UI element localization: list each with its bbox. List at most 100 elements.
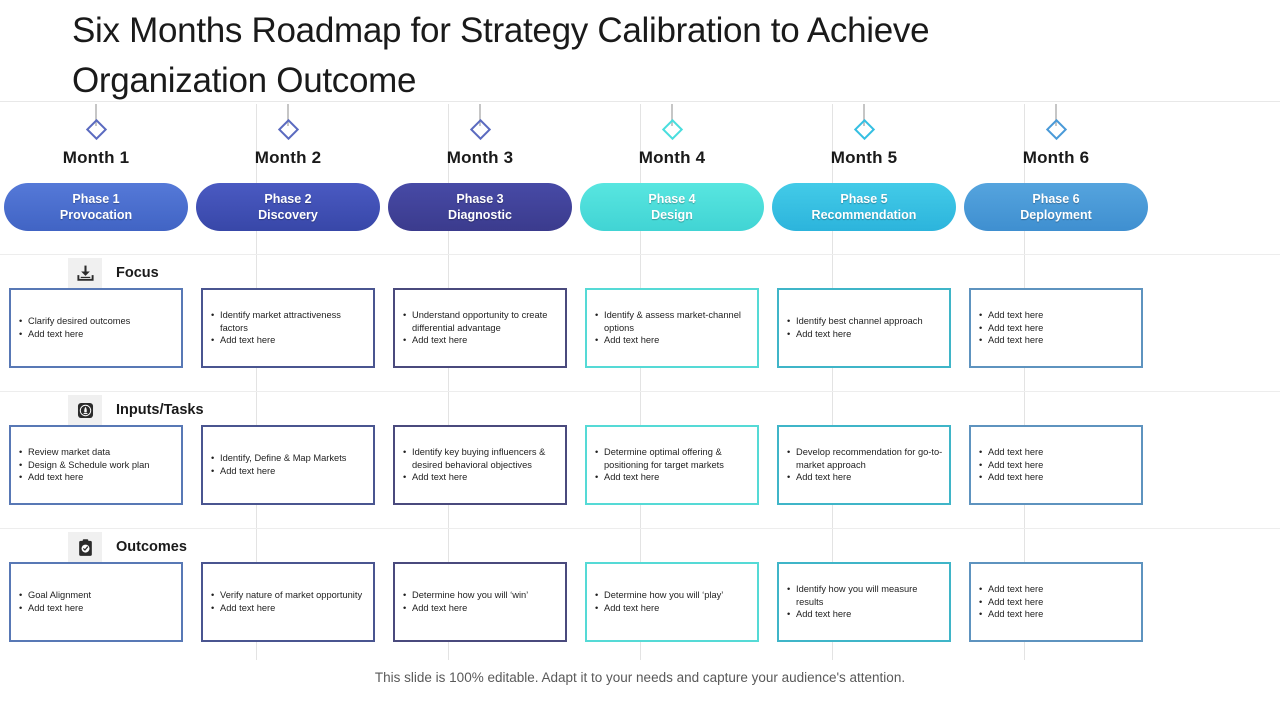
phase-name: Diagnostic (448, 208, 512, 222)
bullet-dot: • (403, 447, 407, 458)
list-item: •Add text here (787, 329, 852, 339)
content-rows: Focus •Clarify desired outcomes •Add tex… (0, 254, 1280, 665)
card-focus-month2[interactable]: •Identify market attractiveness factors … (201, 288, 375, 368)
list-item: •Verify nature of market opportunity (211, 590, 363, 601)
row-outcomes: Outcomes •Goal Alignment •Add text here … (0, 528, 1280, 665)
list-item: •Add text here (403, 472, 468, 483)
card-outcomes-month5[interactable]: •Identify how you will measure results •… (777, 562, 951, 642)
card-outcomes-month1[interactable]: •Goal Alignment •Add text here (9, 562, 183, 642)
clipboard-check-icon (68, 532, 102, 562)
marker-stem (863, 104, 865, 126)
inbox-download-icon (68, 258, 102, 288)
list-item: •Add text here (979, 447, 1044, 458)
card-cell: •Identify key buying influencers & desir… (384, 425, 576, 505)
card-inputs-month3[interactable]: •Identify key buying influencers & desir… (393, 425, 567, 505)
card-inputs-month6[interactable]: •Add text here •Add text here •Add text … (969, 425, 1143, 505)
list-item: •Add text here (787, 472, 852, 483)
card-inputs-month4[interactable]: •Determine optimal offering & positionin… (585, 425, 759, 505)
card-cell: •Review market data •Design & Schedule w… (0, 425, 192, 505)
card-inputs-month2[interactable]: •Identify, Define & Map Markets •Add tex… (201, 425, 375, 505)
bullet-dot: • (19, 459, 23, 470)
list-item: •Clarify desired outcomes (19, 316, 131, 327)
bullet-dot: • (19, 590, 23, 601)
bullet-dot: • (979, 310, 983, 321)
milestone-diamond-icon (277, 118, 299, 141)
list-item: •Add text here (979, 335, 1044, 346)
list-item: •Add text here (19, 603, 84, 613)
phase-pill-6[interactable]: Phase 6 Deployment (964, 183, 1148, 231)
bullet-dot: • (403, 590, 407, 601)
card-focus-month4[interactable]: •Identify & assess market-channel option… (585, 288, 759, 368)
card-cell: •Identify how you will measure results •… (768, 562, 960, 642)
bullet-dot: • (595, 590, 599, 601)
row-separator (0, 391, 1280, 392)
bullet-dot: • (403, 310, 407, 321)
list-item: •Identify how you will measure results (787, 584, 918, 607)
bullet-dot: • (211, 335, 215, 346)
row-header-inputs-tasks: Inputs/Tasks (68, 394, 204, 426)
phase-number: Phase 1 (72, 192, 120, 206)
marker-stem (1055, 104, 1057, 126)
title-divider (0, 101, 1280, 102)
card-focus-month6[interactable]: •Add text here •Add text here •Add text … (969, 288, 1143, 368)
card-inputs-month5[interactable]: •Develop recommendation for go-to-market… (777, 425, 951, 505)
list-item: •Add text here (595, 472, 660, 483)
row-focus: Focus •Clarify desired outcomes •Add tex… (0, 254, 1280, 391)
phase-pill-5[interactable]: Phase 5 Recommendation (772, 183, 956, 231)
milestone-diamond-icon (85, 118, 107, 141)
card-cell: •Identify, Define & Map Markets •Add tex… (192, 425, 384, 505)
card-focus-month3[interactable]: •Understand opportunity to create differ… (393, 288, 567, 368)
phase-name: Discovery (258, 208, 318, 222)
phase-pill-4[interactable]: Phase 4 Design (580, 183, 764, 231)
list-item: •Add text here (787, 609, 852, 620)
month-label: Month 1 (62, 148, 130, 167)
bullet-dot: • (979, 335, 983, 346)
timeline-column-3: Month 3 Phase 3 Diagnostic (384, 104, 576, 254)
list-item: •Add text here (595, 603, 660, 613)
list-item: •Add text here (979, 584, 1044, 595)
bullet-dot: • (595, 310, 599, 321)
card-cell: •Goal Alignment •Add text here (0, 562, 192, 642)
bullet-dot: • (19, 316, 23, 327)
milestone-diamond-icon (661, 118, 683, 141)
card-cell: •Add text here •Add text here •Add text … (960, 288, 1152, 368)
list-item: •Add text here (979, 459, 1044, 470)
card-cell: •Determine how you will ‘win’ •Add text … (384, 562, 576, 642)
bullet-dot: • (403, 472, 407, 483)
card-cell: •Verify nature of market opportunity •Ad… (192, 562, 384, 642)
phase-pill-2[interactable]: Phase 2 Discovery (196, 183, 380, 231)
card-focus-month5[interactable]: •Identify best channel approach •Add tex… (777, 288, 951, 368)
bullet-dot: • (787, 316, 791, 327)
phase-pill-1[interactable]: Phase 1 Provocation (4, 183, 188, 231)
bullet-dot: • (403, 335, 407, 346)
card-cell: •Determine optimal offering & positionin… (576, 425, 768, 505)
bullet-dot: • (19, 603, 23, 613)
card-focus-month1[interactable]: •Clarify desired outcomes •Add text here (9, 288, 183, 368)
bullet-dot: • (403, 603, 407, 613)
footer-note: This slide is 100% editable. Adapt it to… (374, 670, 906, 685)
row-header-focus: Focus (68, 257, 159, 289)
card-outcomes-month4[interactable]: •Determine how you will ‘play’ •Add text… (585, 562, 759, 642)
bullet-dot: • (19, 472, 23, 483)
phase-name: Deployment (1020, 208, 1092, 222)
card-cell: •Understand opportunity to create differ… (384, 288, 576, 368)
marker-stem (95, 104, 97, 126)
list-item: •Review market data (19, 447, 111, 458)
bullet-dot: • (979, 609, 983, 620)
list-item: •Add text here (979, 609, 1044, 620)
list-item: •Determine how you will ‘win’ (403, 590, 529, 601)
bullet-dot: • (211, 453, 215, 464)
phase-pill-3[interactable]: Phase 3 Diagnostic (388, 183, 572, 231)
bullet-dot: • (595, 447, 599, 458)
card-outcomes-month6[interactable]: •Add text here •Add text here •Add text … (969, 562, 1143, 642)
timeline-column-6: Month 6 Phase 6 Deployment (960, 104, 1152, 254)
timeline-header-row: Month 1 Phase 1 Provocation Month 2 Phas… (0, 104, 1280, 254)
card-outcomes-month2[interactable]: •Verify nature of market opportunity •Ad… (201, 562, 375, 642)
bullet-dot: • (787, 609, 791, 620)
card-outcomes-month3[interactable]: •Determine how you will ‘win’ •Add text … (393, 562, 567, 642)
phase-number: Phase 4 (648, 192, 696, 206)
card-cell: •Add text here •Add text here •Add text … (960, 562, 1152, 642)
list-item: •Identify best channel approach (787, 316, 923, 327)
card-inputs-month1[interactable]: •Review market data •Design & Schedule w… (9, 425, 183, 505)
milestone-diamond-icon (469, 118, 491, 141)
